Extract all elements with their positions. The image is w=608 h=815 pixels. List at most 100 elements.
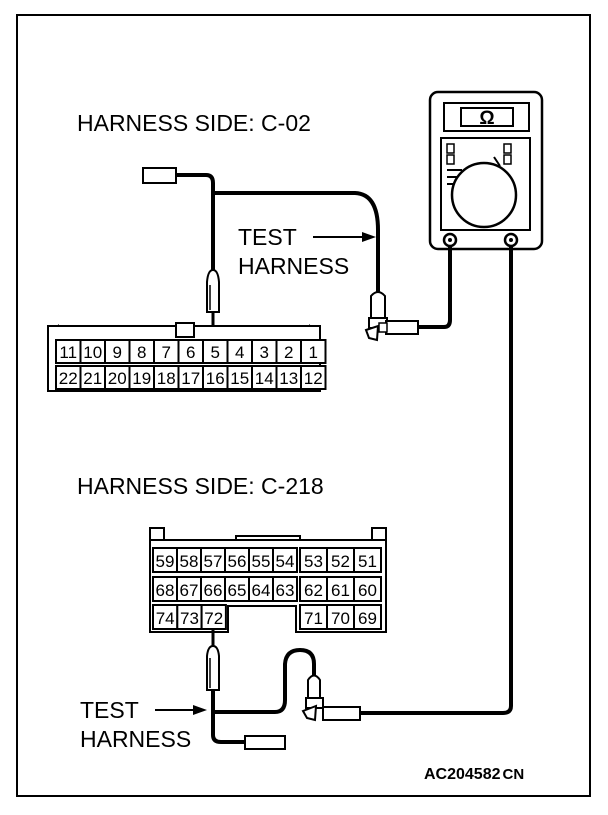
connector-pin: 72 xyxy=(200,604,227,630)
meter-switch-icon xyxy=(503,143,512,154)
pin-number: 18 xyxy=(157,369,176,388)
pin-cell xyxy=(152,547,178,573)
pin-number: 16 xyxy=(206,369,225,388)
connector-pin: 15 xyxy=(226,365,253,390)
pin-number: 67 xyxy=(180,581,199,600)
diagram-border xyxy=(16,14,591,797)
pin-number: 17 xyxy=(181,369,200,388)
pin-number: 14 xyxy=(255,369,274,388)
pin-number: 21 xyxy=(83,369,102,388)
connector-pin: 52 xyxy=(326,547,355,573)
probe-pin xyxy=(206,268,220,313)
meter-switch-icon xyxy=(503,154,512,165)
pin-number: 52 xyxy=(331,552,350,571)
multimeter-display-window xyxy=(460,107,514,127)
connector-pin: 13 xyxy=(275,365,302,390)
clip-jaw xyxy=(364,324,380,342)
pin-cell xyxy=(300,365,327,390)
clip-body xyxy=(370,291,386,321)
connector-pin: 63 xyxy=(272,576,298,602)
pin-number: 65 xyxy=(228,581,247,600)
c218-title: HARNESS SIDE: C-218 xyxy=(77,473,324,499)
connector-pin: 16 xyxy=(202,365,229,390)
connector-pin: 58 xyxy=(176,547,202,573)
connector-pin: 1 xyxy=(300,339,327,364)
pin-cell xyxy=(326,547,355,573)
meter-lead-ohm xyxy=(360,246,513,715)
connector-pin: 59 xyxy=(152,547,178,573)
connector-pin: 8 xyxy=(128,339,155,364)
harness-wire xyxy=(213,647,316,714)
pin-number: 3 xyxy=(260,343,269,362)
connector-pin: 64 xyxy=(248,576,274,602)
pin-number: 54 xyxy=(276,552,295,571)
pin-number: 2 xyxy=(284,343,293,362)
pin-cell xyxy=(353,576,382,602)
connector-pin: 66 xyxy=(200,576,226,602)
test-harness-label-line2: HARNESS xyxy=(80,726,192,752)
pin-number: 70 xyxy=(331,609,350,628)
connector-pin: 17 xyxy=(177,365,204,390)
connector-pin: 69 xyxy=(353,604,382,630)
pin-number: 59 xyxy=(156,552,175,571)
connector-pin: 70 xyxy=(326,604,355,630)
connector-pin: 12 xyxy=(300,365,327,390)
pin-number: 56 xyxy=(228,552,247,571)
pin-cell xyxy=(152,576,178,602)
dial-tick xyxy=(493,156,501,167)
connector-pin: 4 xyxy=(226,339,253,364)
c02-title: HARNESS SIDE: C-02 xyxy=(77,110,311,136)
harness-end-connector xyxy=(244,735,286,750)
arrow-head-icon xyxy=(193,705,207,715)
connector-pin: 21 xyxy=(79,365,106,390)
connector-pin: 60 xyxy=(353,576,382,602)
connector-pin: 3 xyxy=(251,339,278,364)
connector-pin: 71 xyxy=(299,604,328,630)
meter-switch-icon xyxy=(446,143,455,154)
pin-cell xyxy=(272,576,298,602)
figure-code-number: AC204582 xyxy=(424,766,501,783)
connector-pin: 10 xyxy=(79,339,106,364)
pin-number: 57 xyxy=(204,552,223,571)
test-harness-label-line2: HARNESS xyxy=(238,253,350,279)
pin-number: 22 xyxy=(59,369,78,388)
pin-number: 51 xyxy=(358,552,377,571)
connector-pin: 67 xyxy=(176,576,202,602)
pin-number: 19 xyxy=(132,369,151,388)
pin-number: 9 xyxy=(113,343,122,362)
connector-pin: 57 xyxy=(200,547,226,573)
connector-pin: 54 xyxy=(272,547,298,573)
pin-cell xyxy=(353,604,382,630)
connector-pin: 18 xyxy=(153,365,180,390)
connector-pin: 2 xyxy=(275,339,302,364)
pin-number: 15 xyxy=(230,369,249,388)
connector-latch xyxy=(371,527,387,540)
pin-number: 7 xyxy=(162,343,171,362)
pin-cell xyxy=(200,547,226,573)
meter-plug xyxy=(322,706,361,721)
connector-pin: 51 xyxy=(353,547,382,573)
test-harness-label-line1: TEST xyxy=(238,224,297,250)
plug-collar xyxy=(378,322,388,333)
pin-cell xyxy=(300,339,327,364)
meter-lead-com xyxy=(418,246,452,329)
connector-pin: 65 xyxy=(224,576,250,602)
pin-number: 5 xyxy=(211,343,220,362)
jack-center xyxy=(448,238,452,242)
pin-cell xyxy=(176,547,202,573)
pin-number: 11 xyxy=(59,343,77,362)
pin-number: 62 xyxy=(304,581,323,600)
pin-number: 73 xyxy=(180,609,199,628)
pin-number: 64 xyxy=(252,581,271,600)
connector-pin: 5 xyxy=(202,339,229,364)
harness-wire xyxy=(211,690,245,744)
test-harness-top-label: TEST HARNESS xyxy=(238,223,349,281)
meter-switch-icon xyxy=(446,154,455,165)
connector-pin: 73 xyxy=(176,604,203,630)
pin-number: 68 xyxy=(156,581,175,600)
pin-number: 8 xyxy=(137,343,146,362)
